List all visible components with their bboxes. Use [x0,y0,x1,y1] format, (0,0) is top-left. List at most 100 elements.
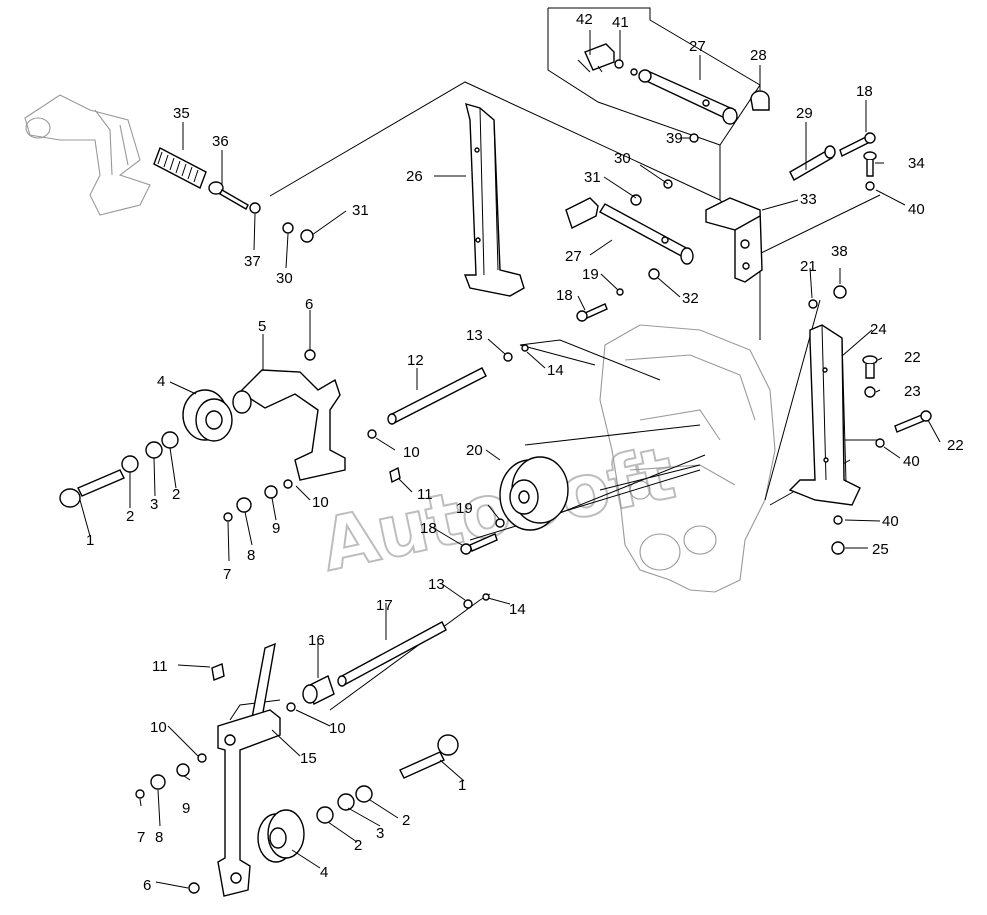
label-42: 42 [576,11,593,28]
label-30-mid: 30 [614,150,631,167]
part-clip-14-upper [521,344,529,352]
label-21: 21 [800,258,817,275]
part-bushing-10-upper-b [367,429,377,439]
part-bolt-34 [863,151,877,177]
part-idler-arm-5 [232,369,346,481]
label-9-lower: 9 [182,800,190,817]
label-8-lower: 8 [155,829,163,846]
part-spacer-3-lower [337,793,355,811]
label-4-upper: 4 [157,373,165,390]
part-bearing-2-upper-b [121,455,139,473]
label-38: 38 [831,243,848,260]
ghost-pedal-assembly [24,94,151,216]
part-nut-31-mid [630,194,642,206]
part-mount-bracket-33 [705,197,763,283]
part-washer-13-lower [463,599,473,609]
part-clevis-42 [577,43,615,73]
label-10-upper-b: 10 [403,444,420,461]
label-19-upper: 19 [582,266,599,283]
part-bolt-22-upper [862,355,878,379]
label-35: 35 [173,105,190,122]
part-pin-29 [789,145,836,181]
label-3-upper: 3 [150,496,158,513]
label-40-right: 40 [903,453,920,470]
part-washer-21 [808,299,818,309]
callout-labels: 42 41 27 28 35 36 29 18 39 34 30 26 31 3… [86,11,964,894]
label-2-lower-b: 2 [402,812,410,829]
part-bracket-26 [463,102,525,297]
part-bearing-2-lower-a [316,806,334,824]
callout-leaders [79,30,941,889]
part-bolt-18-upper [839,132,876,157]
part-washer-40-right [875,438,885,448]
part-washer-9-lower [176,763,190,777]
part-washer-40-upper [865,181,875,191]
label-12: 12 [407,352,424,369]
label-31-mid: 31 [584,169,601,186]
part-pedal-rod-27-upper [638,69,738,125]
label-30-left: 30 [276,270,293,287]
label-8-upper: 8 [247,547,255,564]
label-18-upper: 18 [856,83,873,100]
part-washer-9-upper [264,485,278,499]
ghost-gearbox-housing [599,324,776,593]
part-nut-6-upper [304,349,316,361]
label-3-lower: 3 [376,825,384,842]
part-nut-41 [614,59,624,69]
part-washer-39 [689,133,699,143]
part-nut-37 [249,202,261,214]
part-axle-bolt-1-upper [59,469,125,508]
label-10-lower-a: 10 [329,720,346,737]
part-washer-40-low [833,515,843,525]
part-grease-fitting-11-upper [389,466,401,484]
part-shaft-17 [337,621,447,687]
label-34: 34 [908,155,925,172]
part-bushing-10-lower-a [286,702,296,712]
part-bushing-16 [302,675,335,705]
part-shaft-12 [387,367,487,425]
part-clip-14-lower [482,593,490,601]
label-13-upper: 13 [466,327,483,344]
part-eye-bolt-36 [208,181,249,210]
label-23: 23 [904,383,921,400]
label-39: 39 [666,130,683,147]
part-bushing-28 [750,90,770,111]
part-nut-38 [833,285,847,299]
part-pedal-rod-27-mid [565,197,694,265]
part-washer-32 [648,268,660,280]
label-31-left: 31 [352,202,369,219]
part-washer-8-lower [150,774,166,790]
label-41: 41 [612,14,629,31]
label-9-upper: 9 [272,520,280,537]
label-14-upper: 14 [547,362,564,379]
label-2-upper-a: 2 [172,486,180,503]
label-22-upper: 22 [904,349,921,366]
label-28: 28 [750,47,767,64]
label-36: 36 [212,133,229,150]
part-bearing-2-lower-b [355,785,373,803]
label-19-lower: 19 [456,500,473,517]
part-washer-19-lower [495,518,505,528]
part-nut-25 [831,541,845,555]
label-25: 25 [872,541,889,558]
part-bushing-10-upper-a [283,479,293,489]
label-16: 16 [308,632,325,649]
label-1-upper: 1 [86,532,94,549]
part-washer-8-upper [236,497,252,513]
label-2-lower-a: 2 [354,837,362,854]
label-17: 17 [376,597,393,614]
label-24: 24 [870,321,887,338]
part-pulley-4-upper [182,389,233,442]
label-32: 32 [682,290,699,307]
label-20: 20 [466,442,483,459]
part-bolt-22-lower [894,410,932,433]
part-pulley-20 [499,456,569,531]
part-spring-35 [153,147,207,189]
label-4-lower: 4 [320,864,328,881]
label-2-upper-b: 2 [126,508,134,525]
label-40-upper: 40 [908,201,925,218]
part-washer-13-upper [503,352,513,362]
label-6-upper: 6 [305,296,313,313]
